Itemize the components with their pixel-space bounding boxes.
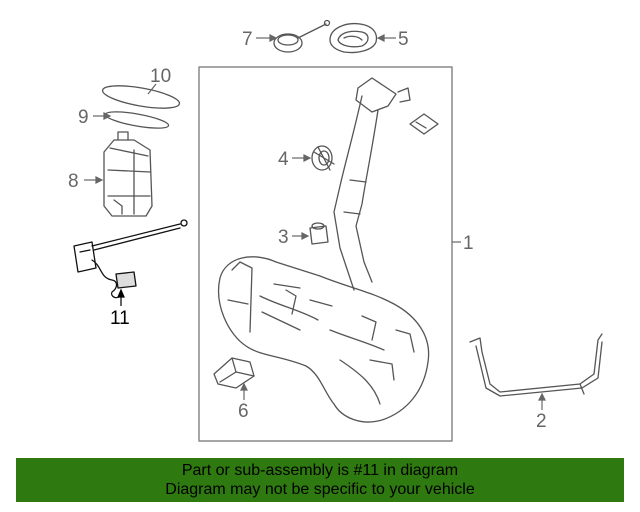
part-5-seal <box>329 22 378 54</box>
part-4-regulator <box>311 145 335 171</box>
callout-3: 3 <box>278 227 289 248</box>
leader-line-5 <box>376 34 396 42</box>
filler-neck-pipe <box>333 77 411 291</box>
callout-6: 6 <box>238 401 249 422</box>
part-9-lock-ring <box>104 111 170 129</box>
part-2-strap <box>469 333 603 397</box>
leader-line-7 <box>256 34 278 42</box>
leader-line-2 <box>538 392 546 410</box>
parts-diagram: 7 5 10 9 8 4 3 1 2 6 11 <box>68 19 603 442</box>
part-6-sensor <box>213 357 255 389</box>
info-banner: Part or sub-assembly is #11 in diagram D… <box>16 458 624 502</box>
callout-1: 1 <box>463 233 474 254</box>
banner-line-part-note: Part or sub-assembly is #11 in diagram <box>181 462 459 479</box>
banner-line-disclaimer: Diagram may not be specific to your vehi… <box>165 481 475 498</box>
leader-line-9 <box>93 112 112 120</box>
leader-line-3 <box>292 232 310 240</box>
part-10-gasket <box>101 85 181 109</box>
callout-2: 2 <box>536 411 547 432</box>
callout-7: 7 <box>242 29 253 50</box>
callout-8: 8 <box>68 171 79 192</box>
callout-4: 4 <box>278 149 289 170</box>
leader-line-10 <box>147 83 157 95</box>
callout-9: 9 <box>78 107 89 128</box>
callout-5: 5 <box>398 29 409 50</box>
leader-line-4 <box>292 154 312 162</box>
fuel-tank-body <box>218 256 430 423</box>
leader-line-11 <box>117 288 125 306</box>
leader-line-8 <box>84 176 104 184</box>
tank-frame-box <box>198 66 453 442</box>
part-3-valve <box>309 222 329 245</box>
callout-10: 10 <box>150 66 171 87</box>
callout-11: 11 <box>110 308 130 329</box>
part-11-fuel-level-sensor <box>73 219 188 299</box>
leader-line-6 <box>240 382 248 400</box>
bracket-plate <box>409 113 439 135</box>
part-7-filler-cap <box>273 19 331 53</box>
part-8-fuel-pump-module <box>103 131 153 217</box>
